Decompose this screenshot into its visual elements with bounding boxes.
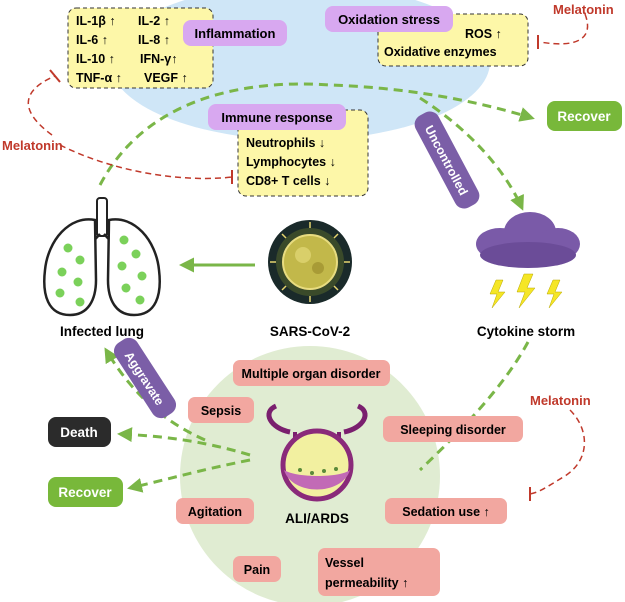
virus-icon bbox=[268, 220, 352, 304]
agitation-box bbox=[176, 498, 254, 524]
sedation-box bbox=[385, 498, 507, 524]
cytokine-il1b: IL-1β ↑ bbox=[76, 14, 116, 28]
inhibit-line-sedation bbox=[529, 409, 586, 495]
arrow-ards-to-death bbox=[117, 427, 251, 457]
cytokine-box bbox=[67, 7, 214, 89]
arrow-to-cytokine-storm bbox=[419, 96, 524, 211]
immune-cd8: CD8+ T cells ↓ bbox=[246, 174, 330, 188]
cytokine-il10: IL-10 ↑ bbox=[76, 52, 115, 66]
cytokine-ifng: IFN-γ↑ bbox=[140, 52, 178, 66]
pain-box bbox=[233, 556, 281, 582]
sepsis-label: Sepsis bbox=[201, 404, 241, 418]
death-label: Death bbox=[60, 425, 98, 440]
lung-icon bbox=[43, 197, 161, 317]
inhibit-line-immune bbox=[59, 144, 233, 180]
recover-badge-top bbox=[547, 101, 622, 131]
oxidation-label: Oxidation stress bbox=[338, 12, 440, 27]
immune-neutrophils: Neutrophils ↓ bbox=[246, 136, 325, 150]
arrow-ards-to-recover bbox=[127, 458, 251, 493]
inhibit-line-oxidation bbox=[539, 13, 589, 45]
oxidation-ros: ROS ↑ bbox=[465, 27, 502, 41]
aggravate-badge: Aggravate bbox=[113, 337, 177, 419]
oxidation-enzymes: Oxidative enzymes bbox=[384, 45, 497, 59]
virus-label: SARS-CoV-2 bbox=[270, 324, 350, 339]
vessel-label-line2: permeability ↑ bbox=[325, 576, 408, 590]
melatonin-label-top-right: Melatonin bbox=[553, 2, 614, 17]
cytokine-il8: IL-8 ↑ bbox=[138, 33, 170, 47]
uncontrolled-badge: Uncontrolled bbox=[414, 111, 480, 209]
recover-badge-bottom bbox=[48, 477, 123, 507]
agitation-label: Agitation bbox=[188, 505, 242, 519]
recover-label-bottom: Recover bbox=[58, 485, 112, 500]
cytokine-il2: IL-2 ↑ bbox=[138, 14, 170, 28]
cytokine-storm-label: Cytokine storm bbox=[477, 324, 575, 339]
sleeping-label: Sleeping disorder bbox=[400, 423, 506, 437]
sepsis-box bbox=[188, 397, 254, 423]
vessel-label-line1: Vessel bbox=[325, 556, 364, 570]
recover-label-top: Recover bbox=[557, 109, 611, 124]
melatonin-label-left: Melatonin bbox=[2, 138, 63, 153]
inflammation-label-box bbox=[183, 20, 287, 46]
multiple-organ-label: Multiple organ disorder bbox=[242, 367, 381, 381]
cytokine-il6: IL-6 ↑ bbox=[76, 33, 108, 47]
alveolus-icon bbox=[266, 403, 368, 502]
inhibit-bar bbox=[49, 69, 61, 83]
immune-label-box bbox=[208, 104, 346, 130]
lightning-icon bbox=[489, 273, 563, 309]
immune-label: Immune response bbox=[221, 110, 332, 125]
cytokine-vegf: VEGF ↑ bbox=[144, 71, 188, 85]
sleeping-box bbox=[383, 416, 523, 442]
cytokine-tnfa: TNF-α ↑ bbox=[76, 71, 122, 85]
arrow-storm-to-ards bbox=[418, 341, 530, 472]
oxidation-label-box bbox=[325, 6, 453, 32]
vessel-box bbox=[318, 548, 440, 596]
melatonin-label-bottom-right: Melatonin bbox=[530, 393, 591, 408]
infected-lung-label: Infected lung bbox=[60, 324, 144, 339]
immune-lymphocytes: Lymphocytes ↓ bbox=[246, 155, 336, 169]
sedation-label: Sedation use ↑ bbox=[402, 505, 490, 519]
storm-cloud-icon bbox=[476, 212, 580, 268]
multiple-organ-box bbox=[233, 360, 390, 386]
death-badge bbox=[48, 417, 111, 447]
inflammation-label: Inflammation bbox=[195, 26, 276, 41]
inhibit-line-inflammation bbox=[27, 75, 56, 136]
pain-label: Pain bbox=[244, 563, 270, 577]
ards-label: ALI/ARDS bbox=[285, 511, 349, 526]
